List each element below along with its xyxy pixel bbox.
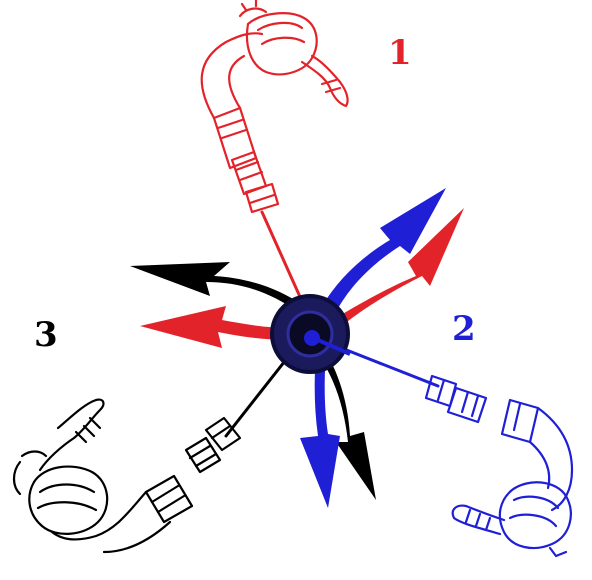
hand-1-icon bbox=[202, 0, 348, 308]
rotation-center-icon bbox=[272, 296, 350, 372]
arrow-black-left bbox=[130, 262, 304, 312]
label-hand-2: 2 bbox=[452, 312, 476, 346]
hand-3-icon bbox=[14, 352, 292, 552]
label-hand-1: 1 bbox=[388, 36, 412, 70]
label-hand-3: 3 bbox=[34, 318, 58, 352]
arrow-red-left bbox=[140, 306, 290, 348]
wrench-shaft-3 bbox=[226, 352, 292, 436]
